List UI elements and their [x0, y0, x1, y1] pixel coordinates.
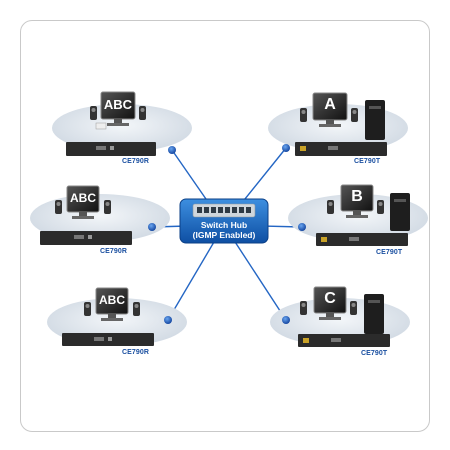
ce790t-unit [298, 334, 390, 347]
platform [52, 104, 192, 152]
switch-hub-title: Switch Hub [200, 220, 248, 230]
switch-hub [179, 198, 269, 244]
endpoint-dot [164, 316, 172, 324]
platform [30, 194, 170, 242]
transmitter-station-1 [268, 92, 408, 156]
switch-hub-subtitle: (IGMP Enabled) [192, 230, 256, 240]
screen-text: ABC [70, 191, 96, 205]
receiver-station-2 [30, 185, 170, 245]
receiver-station-1 [52, 91, 192, 156]
endpoint-dot [282, 316, 290, 324]
transmitter-station-2 [288, 184, 428, 246]
endpoint-dot [298, 223, 306, 231]
ce790t-unit [316, 233, 408, 246]
transmitter-label-2: CE790T [376, 249, 403, 256]
switch-device-icon [192, 203, 256, 218]
transmitter-label-1: CE790T [354, 158, 381, 165]
keyboard-icon [95, 122, 107, 130]
switch-hub-label: Switch Hub (IGMP Enabled) [183, 220, 265, 240]
receiver-station-3 [47, 287, 187, 346]
ce790r-unit [40, 231, 132, 245]
receiver-label-3: CE790R [122, 349, 150, 356]
screen-text: C [324, 290, 336, 307]
ce790t-unit [295, 142, 387, 156]
screen-text: B [351, 188, 363, 205]
endpoint-dot [282, 144, 290, 152]
pc-tower-icon [365, 100, 385, 140]
receiver-label-1: CE790R [122, 158, 150, 165]
screen-text: ABC [103, 97, 133, 112]
link-endpoints [148, 144, 306, 324]
pc-tower-icon [390, 193, 410, 231]
pc-tower-icon [364, 294, 384, 334]
endpoint-dot [168, 146, 176, 154]
transmitter-station-3 [270, 286, 410, 347]
transmitter-label-3: CE790T [361, 350, 388, 357]
receiver-label-2: CE790R [100, 248, 128, 255]
screen-text: ABC [99, 293, 125, 307]
screen-text: A [324, 96, 336, 113]
endpoint-dot [148, 223, 156, 231]
